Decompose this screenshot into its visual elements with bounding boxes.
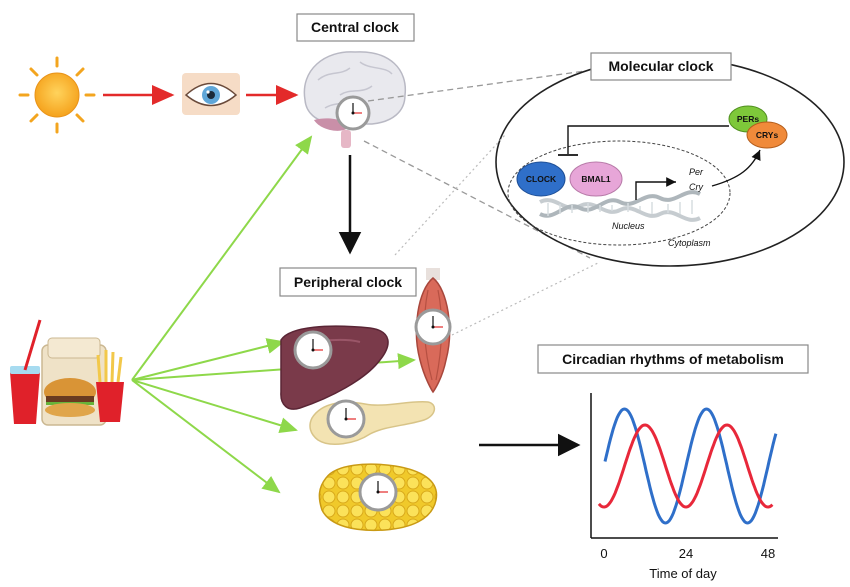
bmal1-protein: BMAL1: [569, 161, 623, 197]
x-tick-label: 0: [600, 546, 607, 561]
eye-icon: [182, 73, 240, 115]
x-axis-label: Time of day: [649, 566, 717, 581]
muscle-clock-icon: [414, 308, 452, 346]
liver-icon: [280, 325, 389, 410]
adipose-clock-icon: [358, 472, 398, 512]
cytoplasm-label: Cytoplasm: [668, 238, 711, 248]
liver-clock-icon: [293, 330, 333, 370]
transcription-arrow: [635, 177, 676, 200]
cell-ellipse: [495, 57, 845, 267]
peripheral-clock-label: Peripheral clock: [279, 267, 417, 297]
circadian-title-label: Circadian rhythms of metabolism: [537, 344, 809, 374]
central-clock-label: Central clock: [296, 13, 415, 42]
svg-text:Peripheral clock: Peripheral clock: [294, 274, 402, 290]
svg-text:CRYs: CRYs: [756, 130, 779, 140]
nucleus: [507, 140, 731, 246]
fast-food-icon: [10, 319, 124, 426]
sun-icon: [18, 56, 96, 134]
svg-text:Circadian rhythms of metabolis: Circadian rhythms of metabolism: [562, 351, 784, 367]
svg-text:Molecular clock: Molecular clock: [608, 58, 713, 74]
dna-helix-icon: [539, 190, 701, 222]
translation-arrow: [711, 149, 761, 187]
nucleus-label: Nucleus: [612, 221, 645, 231]
central-clock-icon: [335, 95, 371, 131]
svg-text:Central clock: Central clock: [311, 19, 399, 35]
rhythm-line-1: [603, 407, 778, 525]
circadian-chart: 0 24 48 Time of day: [590, 393, 778, 581]
cry-gene-label: Cry: [689, 182, 703, 192]
molecular-clock-label: Molecular clock: [590, 52, 732, 81]
inhibition-line: [567, 125, 729, 154]
per-gene-label: Per: [689, 167, 704, 177]
connector-line: [451, 261, 601, 336]
rhythm-line-2: [597, 423, 774, 509]
svg-text:CLOCK: CLOCK: [526, 174, 557, 184]
connector-line: [394, 134, 506, 256]
clock-protein: CLOCK: [516, 161, 566, 197]
svg-text:BMAL1: BMAL1: [581, 174, 611, 184]
food-arrows: [131, 135, 416, 494]
x-tick-label: 24: [679, 546, 693, 561]
x-tick-label: 48: [761, 546, 775, 561]
pancreas-clock-icon: [326, 399, 366, 439]
connector-line: [367, 69, 593, 102]
svg-text:PERs: PERs: [737, 114, 759, 124]
crys-protein: CRYs: [746, 121, 788, 149]
